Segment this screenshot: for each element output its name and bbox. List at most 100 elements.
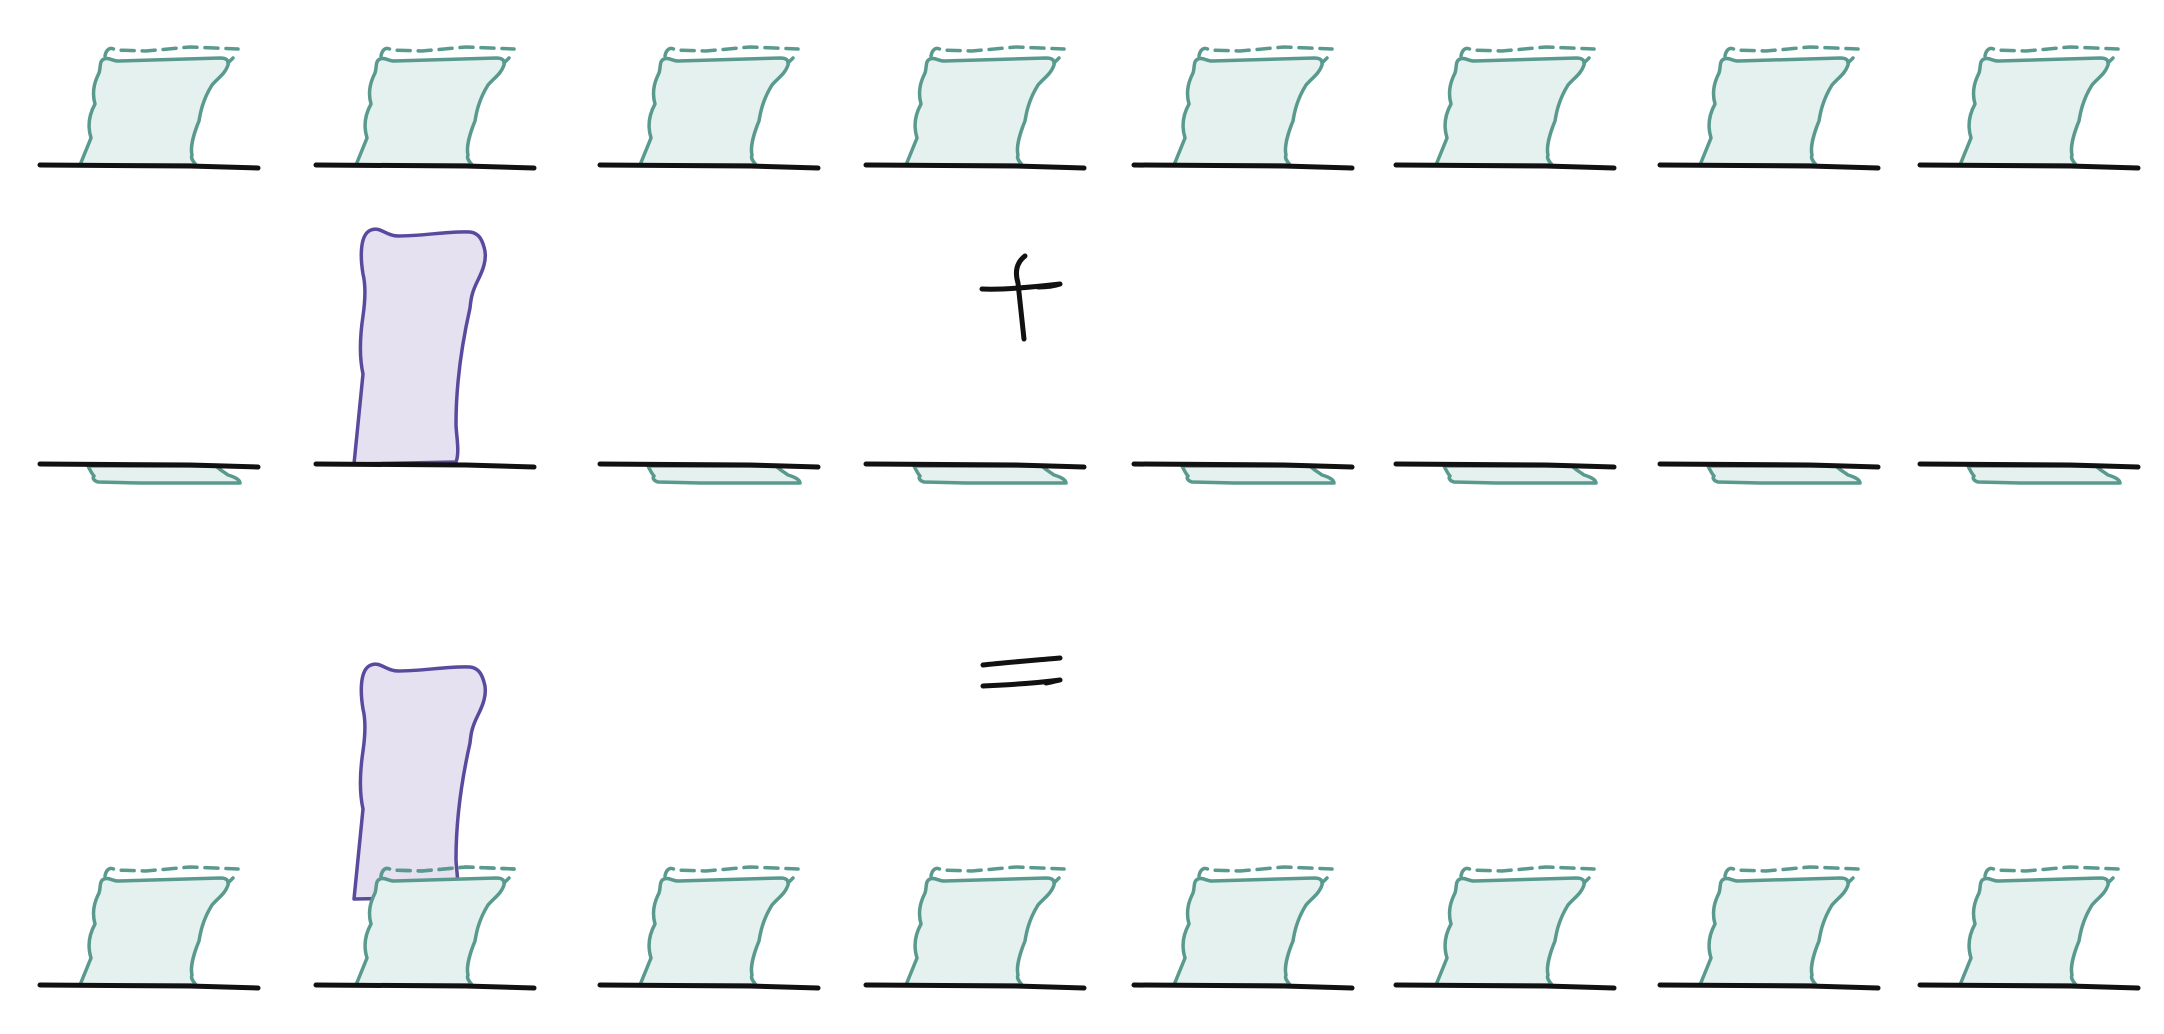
green-bar	[1958, 56, 2110, 167]
row-middle-column-4	[863, 461, 1087, 485]
green-bar	[904, 876, 1056, 987]
green-bar-flat	[1966, 464, 2122, 485]
green-bar-corner-dashed	[1052, 876, 1061, 885]
row-middle-column-1	[37, 461, 261, 485]
baseline	[1393, 162, 1617, 171]
row-bottom-column-3	[597, 865, 821, 991]
baseline	[37, 982, 261, 991]
baseline	[1917, 162, 2141, 171]
green-bar-top-dashed	[1459, 865, 1596, 878]
green-bar-top-dashed	[663, 45, 800, 58]
green-bar	[904, 56, 1056, 167]
green-bar-top-dashed	[379, 45, 516, 58]
row-middle-column-3	[597, 461, 821, 485]
green-bar	[354, 56, 506, 167]
green-bar	[1434, 876, 1586, 987]
green-bar-flat	[1706, 464, 1862, 485]
plus-horizontal-stroke	[979, 281, 1063, 292]
green-bar-corner-dashed	[1052, 56, 1061, 65]
green-bar-corner-dashed	[1582, 56, 1591, 65]
row-middle-column-5	[1131, 461, 1355, 485]
baseline	[1131, 461, 1355, 470]
baseline	[313, 461, 537, 470]
plus-vertical-stroke	[1014, 253, 1028, 342]
baseline	[597, 982, 821, 991]
green-bar-corner-dashed	[786, 876, 795, 885]
row-top-column-4	[863, 45, 1087, 171]
row-middle-column-8	[1917, 461, 2141, 485]
baseline	[1393, 982, 1617, 991]
row-middle-column-7	[1657, 461, 1881, 485]
baseline	[37, 162, 261, 171]
row-bottom-column-6	[1393, 865, 1617, 991]
green-bar	[638, 56, 790, 167]
green-bar-flat	[86, 464, 242, 485]
green-bar-corner-dashed	[2106, 56, 2115, 65]
purple-spike-group	[352, 662, 488, 901]
baseline	[1917, 982, 2141, 991]
baseline	[1393, 461, 1617, 470]
plus-sign	[979, 253, 1063, 342]
green-bar	[1172, 56, 1324, 167]
green-bar-corner-dashed	[2106, 876, 2115, 885]
baseline	[863, 982, 1087, 991]
row-middle-column-6	[1393, 461, 1617, 485]
green-bar	[78, 876, 230, 987]
green-bar	[354, 876, 506, 987]
baseline	[1131, 162, 1355, 171]
green-bar-flat	[1442, 464, 1598, 485]
baseline	[37, 461, 261, 470]
row-bottom-column-2	[313, 662, 537, 991]
row-top-column-8	[1917, 45, 2141, 171]
baseline	[1917, 461, 2141, 470]
row-bottom-column-1	[37, 865, 261, 991]
green-bar-flat	[646, 464, 802, 485]
green-bar-top-dashed	[1983, 45, 2120, 58]
green-bar	[1698, 876, 1850, 987]
green-bar-top-dashed	[1459, 45, 1596, 58]
green-bar-corner-dashed	[226, 56, 235, 65]
green-bar-flat	[912, 464, 1068, 485]
baseline	[1131, 982, 1355, 991]
baseline	[1657, 461, 1881, 470]
green-bar-top-dashed	[1197, 865, 1334, 878]
purple-spike-bar	[352, 227, 488, 466]
green-bar-corner-dashed	[1582, 876, 1591, 885]
row-top-column-5	[1131, 45, 1355, 171]
green-bar-top-dashed	[1723, 865, 1860, 878]
green-bar-flat	[1180, 464, 1336, 485]
green-bar-corner-dashed	[786, 56, 795, 65]
baseline	[597, 162, 821, 171]
green-bar-top-dashed	[929, 865, 1066, 878]
green-bar-top-dashed	[103, 865, 240, 878]
green-bar	[638, 876, 790, 987]
purple-spike-bar	[352, 662, 488, 901]
row-bottom-column-7	[1657, 865, 1881, 991]
row-bottom-column-8	[1917, 865, 2141, 991]
row-bottom-column-4	[863, 865, 1087, 991]
green-bar-top-dashed	[929, 45, 1066, 58]
green-bar	[1172, 876, 1324, 987]
green-bar	[1434, 56, 1586, 167]
green-bar-corner-dashed	[502, 56, 511, 65]
equals-top-stroke	[980, 655, 1063, 668]
row-top-column-7	[1657, 45, 1881, 171]
green-bar-corner-dashed	[1846, 876, 1855, 885]
green-bar	[1698, 56, 1850, 167]
green-bar-top-dashed	[1983, 865, 2120, 878]
row-middle-column-2	[313, 227, 537, 470]
green-bar-top-dashed	[1197, 45, 1334, 58]
green-bar	[78, 56, 230, 167]
green-bar-top-dashed	[103, 45, 240, 58]
baseline	[863, 461, 1087, 470]
green-bar-top-dashed	[1723, 45, 1860, 58]
row-top-column-3	[597, 45, 821, 171]
green-bar-top-dashed	[663, 865, 800, 878]
baseline	[313, 162, 537, 171]
green-bar-corner-dashed	[502, 876, 511, 885]
green-bar-corner-dashed	[1846, 56, 1855, 65]
green-bar-top-dashed-overlay	[379, 865, 516, 878]
baseline	[313, 982, 537, 991]
